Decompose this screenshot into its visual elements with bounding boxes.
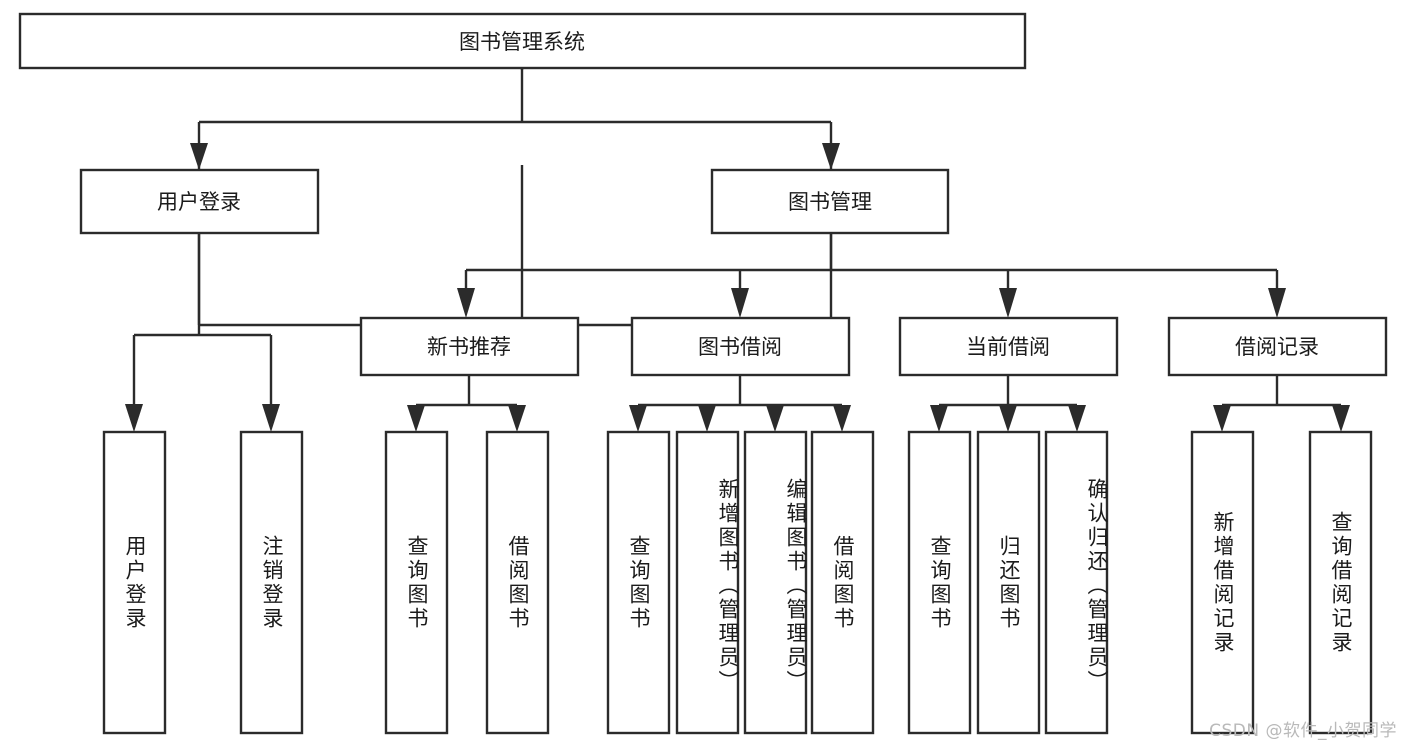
node-new-book-label: 新书推荐 [427,335,511,359]
node-leaf-user-login-box[interactable] [102,430,167,735]
node-borrow-records-box[interactable] [1167,316,1388,377]
node-user-login-label: 用户登录 [157,190,241,214]
arrow-head-user-login-leaf-1 [125,404,143,432]
arrow-head-new-book-leaf-1 [407,405,425,432]
node-current-borrow-label: 当前借阅 [966,335,1050,359]
connector-group-book-mgmt-children [457,233,1286,318]
connector-group-book-borrow-children [629,375,851,432]
arrow-head-book-borrow [731,288,749,318]
arrow-head-borrow-records-leaf-1 [1213,405,1231,432]
node-leaf-return-book-box[interactable] [976,430,1041,735]
arrow-head-book-borrow-leaf-1 [629,405,647,432]
arrow-head-borrow-records [1268,288,1286,318]
node-borrow-records-label: 借阅记录 [1235,335,1319,359]
node-root-label: 图书管理系统 [459,30,585,54]
node-current-borrow-box[interactable] [898,316,1119,377]
connector-group-current-borrow-children [930,375,1086,432]
arrow-head-current-borrow-leaf-2 [999,405,1017,432]
arrow-head-book-mgmt [822,143,840,170]
arrow-head-book-borrow-leaf-3 [766,405,784,432]
node-user-login-box[interactable] [79,168,320,235]
arrow-head-new-book-leaf-2 [508,405,526,432]
watermark-text: CSDN @软件_小贺同学 [1209,721,1397,741]
node-book-mgmt-box[interactable] [710,168,950,235]
node-leaf-add-book-box[interactable] [675,430,740,735]
arrow-head-book-borrow-leaf-2 [698,405,716,432]
node-leaf-borrow-book-2-box[interactable] [810,430,875,735]
node-new-book-box[interactable] [359,316,580,377]
node-book-borrow-label: 图书借阅 [698,335,782,359]
node-leaf-query-book-2-box[interactable] [606,430,671,735]
node-book-mgmt-label: 图书管理 [788,190,872,214]
node-leaf-logout-box[interactable] [239,430,304,735]
arrow-head-user-login [190,143,208,170]
node-book-borrow-box[interactable] [630,316,851,377]
arrow-head-user-login-leaf-2 [262,404,280,432]
node-leaf-add-record-box[interactable] [1190,430,1255,735]
node-leaf-query-book-1-box[interactable] [384,430,449,735]
arrow-head-borrow-records-leaf-2 [1332,405,1350,432]
node-leaf-confirm-return-box[interactable] [1044,430,1109,735]
arrow-head-book-borrow-leaf-4 [833,405,851,432]
connector-group-user-login-children [125,233,280,432]
arrow-head-current-borrow-leaf-3 [1068,405,1086,432]
arrow-head-new-book [457,288,475,318]
connector-group-borrow-records-children [1213,375,1350,432]
node-leaf-query-record-box[interactable] [1308,430,1373,735]
node-leaf-borrow-book-1-box[interactable] [485,430,550,735]
arrow-head-current-borrow-leaf-1 [930,405,948,432]
arrow-head-current-borrow [999,288,1017,318]
node-leaf-query-book-3-box[interactable] [907,430,972,735]
node-leaf-edit-book-box[interactable] [743,430,808,735]
node-root-box[interactable] [18,12,1027,70]
connector-group-new-book-children [407,375,526,432]
